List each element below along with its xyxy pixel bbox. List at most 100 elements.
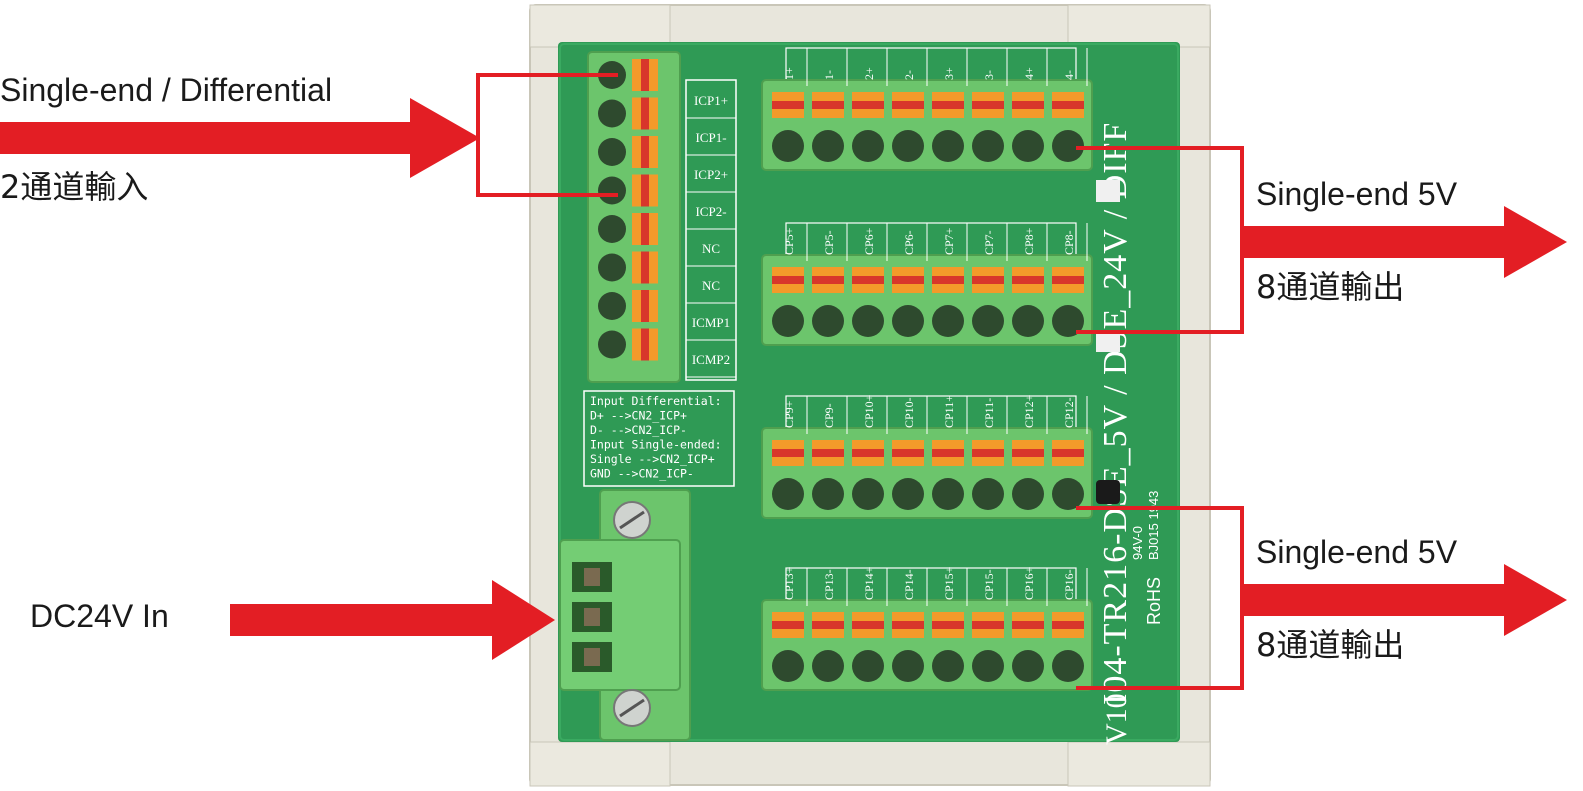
output-pin-label: 1+	[782, 67, 796, 80]
terminal-hole-icon	[772, 130, 804, 162]
output-pin-label: CP9-	[822, 403, 836, 428]
terminal-hole-icon	[852, 650, 884, 682]
output-row: 1+ 1- 2+ 2- 3+ 3- 4+ 4-	[761, 47, 1093, 171]
terminal-hole-icon	[772, 650, 804, 682]
output-bracket-1	[1076, 146, 1244, 334]
jumper-pad-24v	[1096, 330, 1120, 352]
terminal-hole-icon	[972, 305, 1004, 337]
output-pin-label: CP16-	[1062, 569, 1076, 600]
terminal-hole-icon	[1052, 305, 1084, 337]
terminal-hole-icon	[1012, 650, 1044, 682]
output-pin-label: 1-	[822, 70, 836, 80]
output-pin-label: CP14-	[902, 569, 916, 600]
enclosure-clip-bottom-right	[1067, 741, 1211, 787]
terminal-hole-icon	[972, 650, 1004, 682]
input-arrow-icon	[0, 98, 480, 178]
output-pin-label: CP16+	[1022, 566, 1036, 600]
terminal-hole-icon	[1012, 130, 1044, 162]
output-arrow-1-icon	[1242, 206, 1567, 278]
model-silkscreen: I04-TR216-DSE_5V / DSE_24V / DIFF	[1097, 122, 1134, 705]
output-pin-label: 4-	[1062, 70, 1076, 80]
terminal-hole-icon	[892, 130, 924, 162]
terminal-hole-icon	[932, 130, 964, 162]
terminal-hole-icon	[598, 215, 626, 243]
input-pin-label: ICMP2	[692, 352, 730, 367]
output-pin-label: CP5-	[822, 230, 836, 255]
output-pin-label: 3-	[982, 70, 996, 80]
output-pin-label: CP7-	[982, 230, 996, 255]
wiring-note-line: D+ -->CN2_ICP+	[590, 409, 687, 423]
output-pin-label: CP9+	[782, 400, 796, 428]
power-terminal	[559, 489, 691, 741]
output-pin-label: CP15-	[982, 569, 996, 600]
wiring-note-line: Input Differential:	[590, 394, 722, 408]
terminal-hole-icon	[892, 478, 924, 510]
output-pin-label: 2+	[862, 67, 876, 80]
output-pin-label: CP11-	[982, 398, 996, 428]
output-pin-label: CP11+	[942, 395, 956, 428]
output-group-1-label: Single-end 5V	[1256, 176, 1458, 212]
terminal-hole-icon	[932, 650, 964, 682]
terminal-hole-icon	[598, 253, 626, 282]
terminal-hole-icon	[1052, 130, 1084, 162]
output-group-2-label: Single-end 5V	[1256, 534, 1458, 570]
output-pin-label: CP15+	[942, 566, 956, 600]
terminal-hole-icon	[1012, 305, 1044, 337]
output-pin-label: CP10-	[902, 397, 916, 428]
input-channels-label: 2通道輸入	[0, 168, 149, 206]
terminal-hole-icon	[892, 650, 924, 682]
output-pin-label: 3+	[942, 67, 956, 80]
terminal-hole-icon	[932, 305, 964, 337]
terminal-hole-icon	[1052, 650, 1084, 682]
wiring-note-line: Single -->CN2_ICP+	[590, 452, 715, 466]
output-group-2-channels: 8通道輸出	[1256, 626, 1405, 664]
output-bracket-2	[1076, 506, 1244, 690]
terminal-hole-icon	[1052, 478, 1084, 510]
output-pin-label: 4+	[1022, 67, 1036, 80]
enclosure-clip-top-left	[529, 4, 671, 48]
input-pin-label: NC	[702, 241, 720, 256]
wiring-note-box	[583, 390, 735, 487]
terminal-hole-icon	[598, 176, 626, 205]
terminal-hole-icon	[852, 478, 884, 510]
wiring-note-line: D- -->CN2_ICP-	[590, 423, 687, 437]
version-silkscreen: V10	[1100, 693, 1133, 745]
terminal-hole-icon	[598, 99, 626, 128]
input-pin-label: ICP2+	[694, 167, 728, 182]
input-pin-label: NC	[702, 278, 720, 293]
terminal-hole-icon	[598, 330, 626, 359]
terminal-hole-icon	[892, 305, 924, 337]
output-pin-label: CP7+	[942, 227, 956, 255]
output-pin-label: CP8-	[1062, 230, 1076, 255]
output-pin-label: CP13-	[822, 569, 836, 600]
input-pin-label: ICMP1	[692, 315, 730, 330]
terminal-hole-icon	[972, 130, 1004, 162]
output-row: CP13+ CP13- CP14+ CP14- CP15+ CP15- CP16+ CP16-	[761, 566, 1093, 691]
terminal-hole-icon	[812, 130, 844, 162]
power-input-label: DC24V In	[30, 598, 169, 634]
terminal-hole-icon	[812, 650, 844, 682]
jumper-pad-5v	[1096, 480, 1120, 504]
output-pin-label: 2-	[902, 70, 916, 80]
terminal-hole-icon	[598, 138, 626, 166]
input-pin-label: ICP1+	[694, 93, 728, 108]
output-row: CP9+CP9-CP10+CP10-CP11+CP11-CP12+CP12-	[761, 394, 1093, 519]
enclosure-clip-top-right	[1067, 4, 1211, 48]
output-pin-label: CP13+	[782, 566, 796, 600]
output-pin-label: CP12-	[1062, 397, 1076, 428]
terminal-hole-icon	[812, 305, 844, 337]
terminal-hole-icon	[932, 478, 964, 510]
output-pin-label: CP8+	[1022, 227, 1036, 255]
wiring-note-line: Input Single-ended:	[590, 438, 722, 452]
rohs-logo-text: RoHS	[1144, 577, 1164, 625]
terminal-hole-icon	[772, 305, 804, 337]
output-pin-label: CP14+	[862, 566, 876, 600]
terminal-hole-icon	[598, 292, 626, 320]
output-pin-label: CP10+	[862, 394, 876, 428]
wiring-note: Input Differential:D+ -->CN2_ICP+D- -->C…	[590, 394, 722, 481]
pcb	[558, 42, 1180, 742]
input-signal-label: Single-end / Differential	[0, 72, 333, 108]
output-terminal-rows: 1+1-2+2-3+3-4+4-CP5+CP5-CP6+CP6-CP7+CP7-…	[761, 47, 1093, 691]
